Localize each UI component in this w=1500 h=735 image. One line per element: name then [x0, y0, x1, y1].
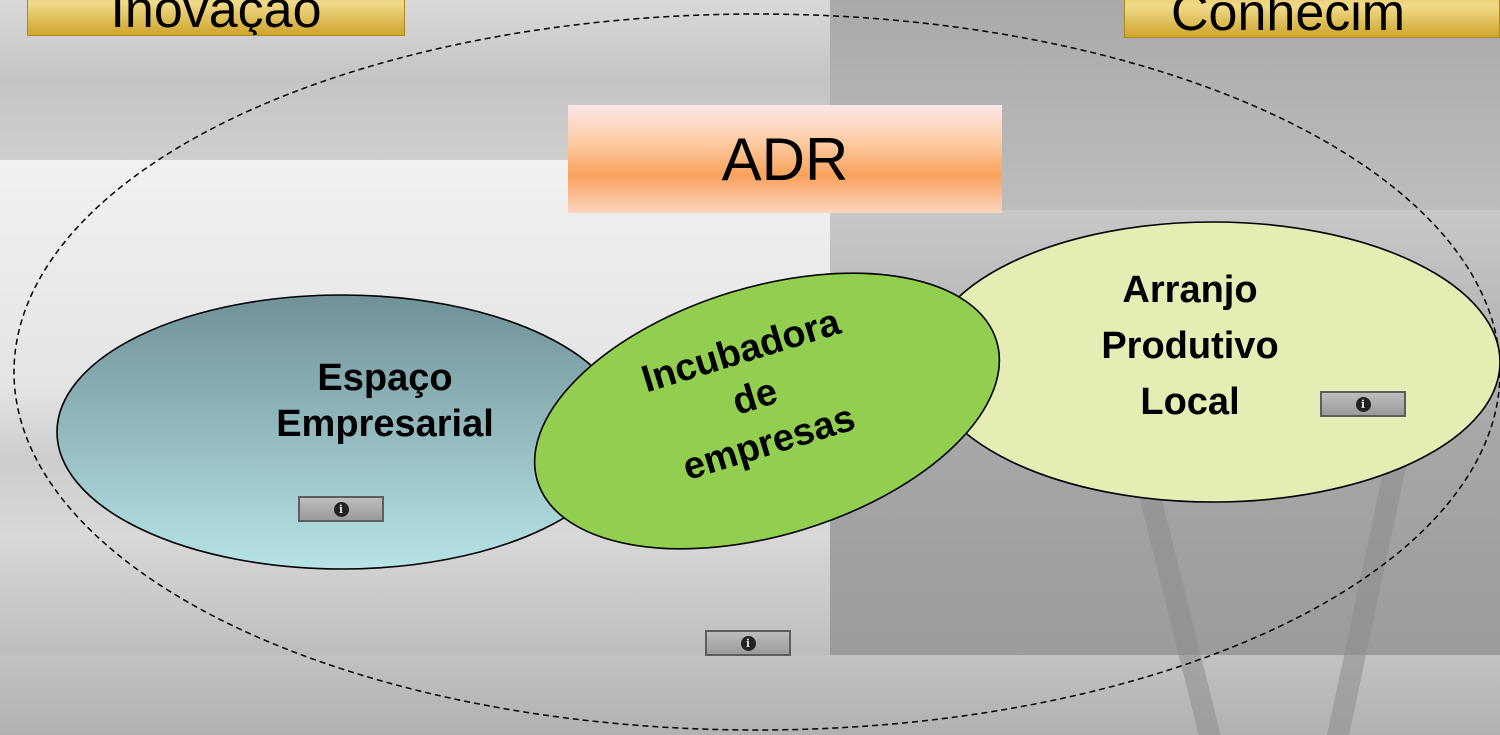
arranjo-line3: Local	[1140, 381, 1240, 423]
arranjo-info-button[interactable]: i	[1320, 391, 1406, 417]
info-icon: i	[1355, 396, 1371, 412]
inovacao-label: Inovação	[27, 0, 405, 36]
background-photo	[0, 655, 1500, 735]
espaco-empresarial-label: Espaço Empresarial	[220, 355, 550, 447]
info-icon: i	[740, 635, 756, 651]
incubadora-ellipse	[533, 272, 1001, 550]
info-icon: i	[333, 501, 349, 517]
arranjo-line2: Produtivo	[1101, 325, 1279, 367]
espaco-line2: Empresarial	[276, 403, 494, 445]
inovacao-text: Inovação	[110, 0, 322, 36]
conhecimento-label: Conhecim	[1124, 0, 1500, 38]
adr-label: ADR	[568, 105, 1002, 213]
espaco-info-button[interactable]: i	[298, 496, 384, 522]
adr-text: ADR	[721, 125, 849, 193]
adr-boundary-ellipse	[13, 13, 1500, 731]
conhecimento-text: Conhecim	[1171, 0, 1406, 38]
arranjo-produtivo-label: Arranjo Produtivo Local	[1040, 262, 1340, 430]
espaco-line1: Espaço	[317, 357, 453, 399]
adr-info-button[interactable]: i	[705, 630, 791, 656]
arranjo-line1: Arranjo	[1122, 269, 1258, 311]
